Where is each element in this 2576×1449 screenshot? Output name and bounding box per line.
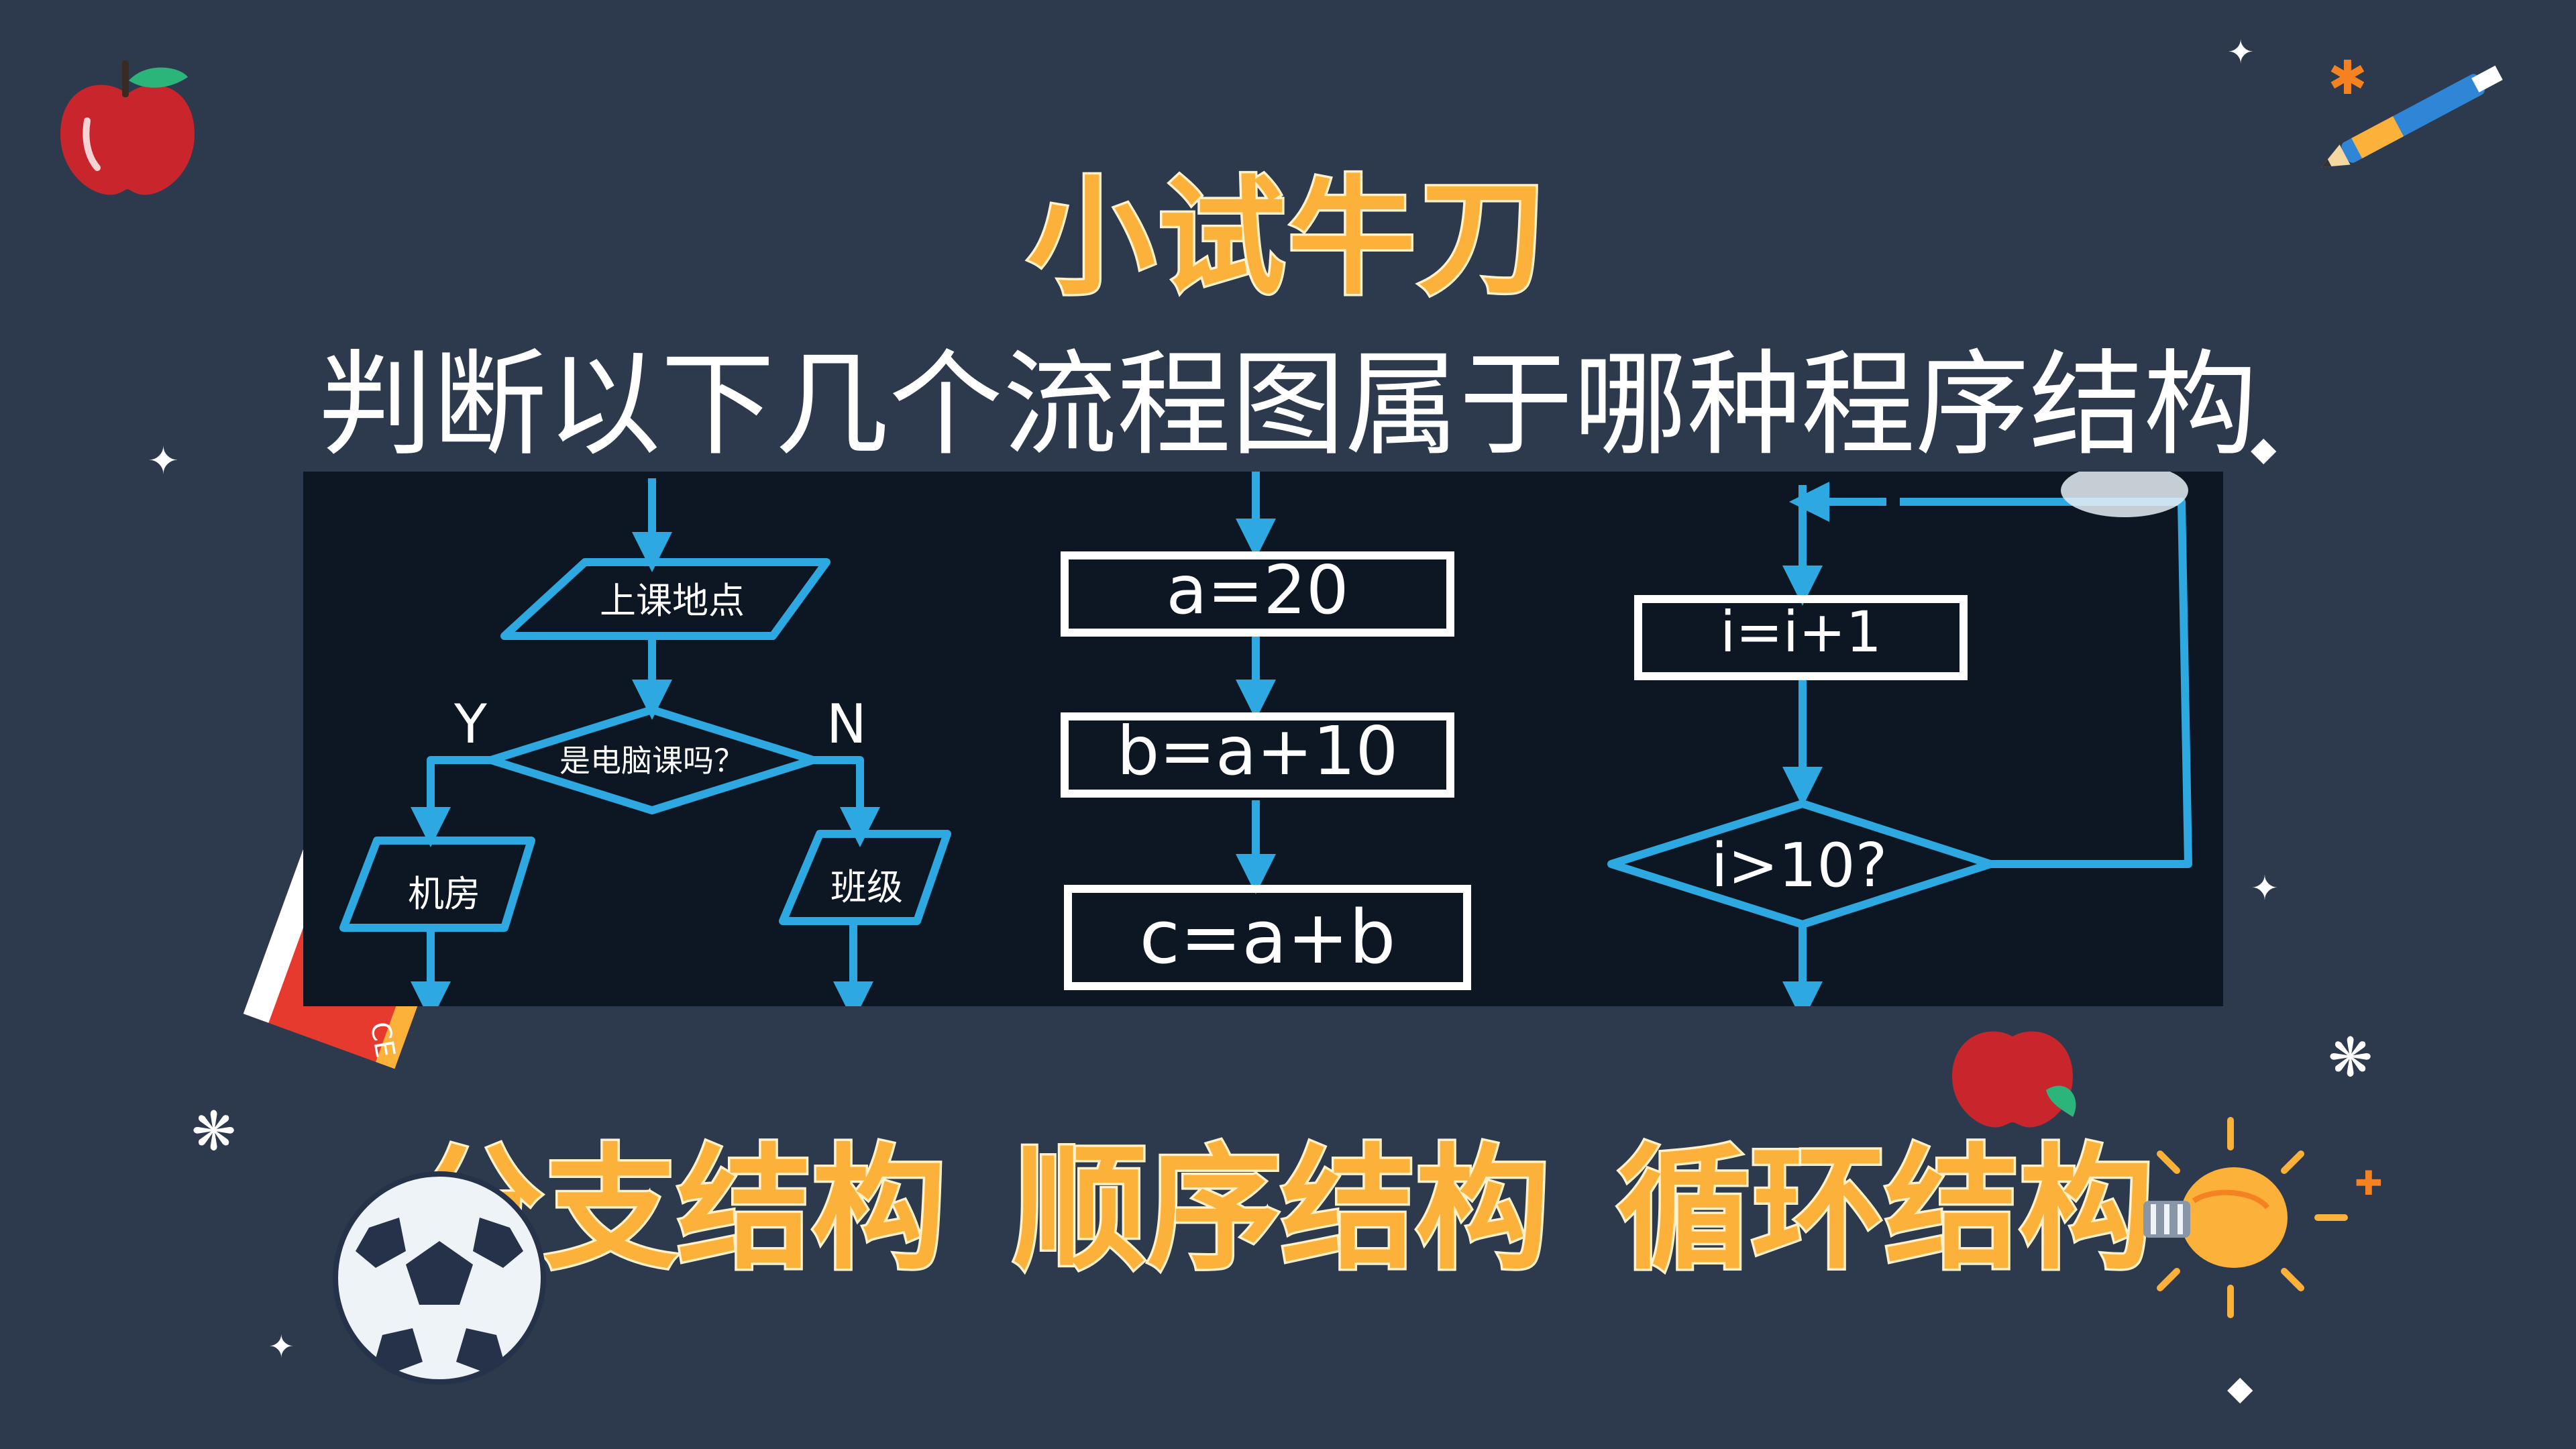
sequence-step-1: a=20 — [1166, 551, 1349, 629]
loop-process-box — [1634, 595, 1968, 680]
svg-text:CE: CE — [364, 1020, 401, 1060]
loop-process-label: i=i+1 — [1720, 599, 1882, 665]
branch-no-label: N — [826, 693, 867, 755]
branch-flowchart — [339, 478, 951, 1006]
sparkle-icon: ❋ — [2328, 1026, 2373, 1089]
loop-decision-label: i>10? — [1711, 830, 1888, 901]
branch-no-output: 班级 — [830, 866, 903, 908]
branch-yes-output: 机房 — [408, 873, 480, 915]
answer-sequence: 顺序结构 — [1010, 1130, 1552, 1291]
sequence-box-1 — [1061, 551, 1454, 637]
branch-yes-label: Y — [454, 693, 487, 755]
branch-input-label: 上课地点 — [600, 580, 745, 622]
sequence-step-2: b=a+10 — [1116, 712, 1399, 790]
soccer-ball-icon — [333, 1171, 546, 1385]
flowchart-panel: 上课地点 是电脑课吗？ Y N 机房 班级 a=20 b=a+10 c=a+b … — [303, 472, 2223, 1006]
sparkle-icon: ✦ — [148, 439, 179, 483]
pen-icon: ✱ — [2321, 54, 2503, 168]
sequence-step-3: c=a+b — [1139, 894, 1396, 980]
answer-loop: 循环结构 — [1614, 1130, 2155, 1291]
apple-icon — [1952, 1031, 2076, 1128]
sparkle-icon: ◆ — [2251, 429, 2277, 468]
sparkle-icon: ◆ — [2227, 1368, 2253, 1407]
lightbulb-icon — [2143, 1117, 2348, 1318]
sparkle-icon: ✚ — [2355, 1164, 2383, 1203]
apple-icon — [60, 60, 195, 195]
page-title: 小试牛刀 — [1025, 162, 1548, 315]
sparkle-icon: ✦ — [2251, 869, 2279, 908]
loop-flowchart — [1607, 482, 2192, 1006]
sparkle-icon: ✦ — [2227, 34, 2255, 71]
sparkle-icon: ❋ — [191, 1100, 237, 1163]
page-subtitle: 判断以下几个流程图属于哪种程序结构 — [318, 339, 2257, 472]
branch-decision-label: 是电脑课吗？ — [559, 743, 745, 779]
svg-text:✱: ✱ — [2328, 54, 2367, 105]
sequence-box-3 — [1064, 885, 1471, 990]
sparkle-icon: ✦ — [268, 1328, 294, 1364]
sequence-box-2 — [1061, 712, 1454, 798]
